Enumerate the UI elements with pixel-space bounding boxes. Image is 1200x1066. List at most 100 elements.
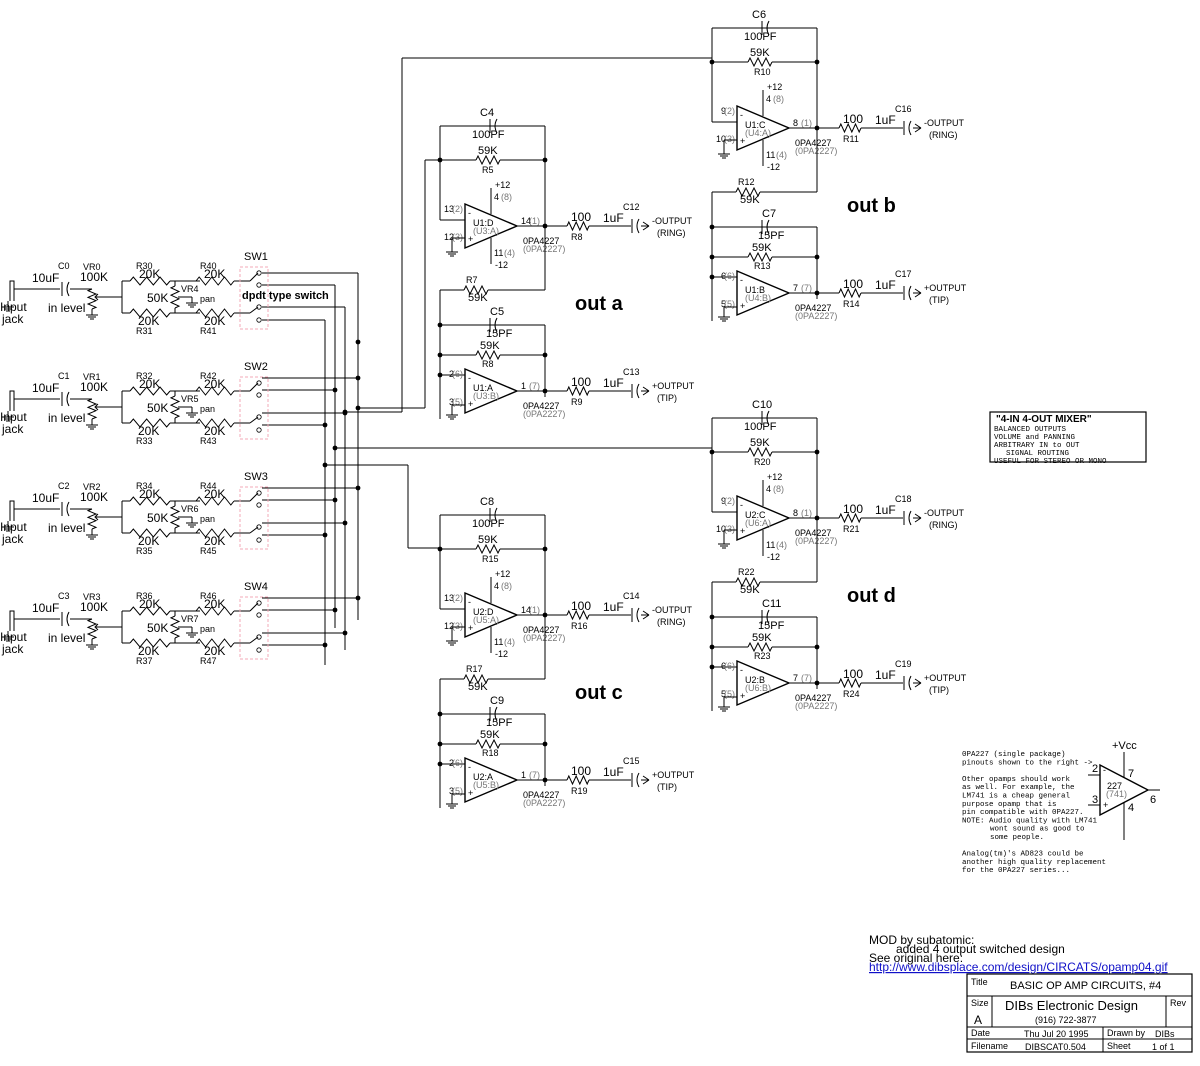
company-phone: (916) 722-3877 (1035, 1015, 1097, 1025)
junction-dot (322, 462, 328, 468)
resistor-symbol (838, 677, 862, 689)
pot-wiper-icon[interactable] (94, 403, 102, 411)
output-arrow-icon[interactable] (914, 288, 922, 298)
pot-wiper-icon[interactable] (94, 623, 102, 631)
resistor-ref: R32 (136, 371, 153, 381)
opamp-symbol (464, 202, 519, 250)
original-schematic-link[interactable]: http://www.dibsplace.com/design/CIRCATS/… (869, 960, 1168, 974)
junction-dot (542, 741, 548, 747)
pin-number-alt: (2) (452, 204, 463, 214)
input-jack-label: Input (0, 410, 27, 424)
pin-number: 9 (721, 106, 726, 116)
resistor-value: 20K (204, 644, 225, 658)
pot-value: 100K (80, 490, 108, 504)
note-line: pinouts shown to the right -> (962, 759, 1093, 767)
noninverting-input-sign: + (468, 788, 473, 798)
switch-lever (249, 382, 259, 392)
resistor-value: 20K (204, 597, 225, 611)
pan-label: pan (200, 514, 215, 524)
switch-ref: SW2 (244, 361, 268, 373)
pin-number: 14 (521, 605, 531, 615)
resistor-ref: R21 (843, 524, 860, 534)
input-jack-icon[interactable] (9, 500, 15, 521)
resistor-symbol (838, 287, 862, 299)
switch-contact (256, 502, 262, 508)
pot-value: 100K (80, 600, 108, 614)
pan-label: pan (200, 404, 215, 414)
opamp-symbol (736, 494, 791, 542)
resistor-ref: R15 (482, 554, 499, 564)
input-jack-icon[interactable] (9, 390, 15, 411)
pin-number-alt: (5) (724, 299, 735, 309)
pin-number: 11 (766, 150, 775, 160)
junction-dot (814, 449, 820, 455)
resistor-value: 59K (468, 681, 488, 693)
opamp-part: 0PA4227 (795, 528, 831, 538)
output-sublabel: (TIP) (929, 295, 949, 305)
pot-ref: VR3 (83, 592, 101, 602)
sheet-label: Sheet (1107, 1041, 1131, 1051)
bus-wiring (262, 57, 712, 665)
output-arrow-icon[interactable] (642, 610, 650, 620)
pot-wiper-icon[interactable] (94, 293, 102, 301)
opamp-alt-part: (0PA2227) (523, 244, 565, 254)
output-title: out a (575, 293, 624, 315)
company-name: DIBs Electronic Design (1005, 998, 1138, 1013)
rev-label: Rev (1170, 998, 1187, 1008)
supply-plus: +12 (767, 82, 782, 92)
pot-wiper-icon[interactable] (94, 513, 102, 521)
junction-dot (332, 387, 338, 393)
note-line: LM741 is a cheap general (962, 793, 1071, 801)
output-arrow-icon[interactable] (914, 513, 922, 523)
pin-number: 6 (1150, 794, 1156, 806)
junction-dot (342, 520, 348, 526)
cap-value: 1uF (603, 765, 624, 779)
pin-number: 4 (494, 192, 499, 202)
junction-dot (814, 59, 820, 65)
cap-ref: C3 (58, 591, 70, 601)
pin-number-alt: (5) (724, 689, 735, 699)
output-arrow-icon[interactable] (914, 123, 922, 133)
resistor-ref: R20 (754, 457, 771, 467)
pin-number: 7 (793, 673, 798, 683)
note-line: pin compatible with 0PA227. (962, 809, 1084, 817)
output-arrow-icon[interactable] (642, 221, 650, 231)
resistor-symbol (566, 220, 590, 232)
pin-number: 5 (721, 299, 726, 309)
resistor-symbol (463, 284, 489, 296)
opamp-alt-part: (741) (1106, 789, 1127, 799)
opamp-part: 0PA4227 (523, 236, 559, 246)
mixer-info-box: "4-IN 4-OUT MIXER"BALANCED OUTPUTSVOLUME… (989, 411, 1147, 466)
input-jack-icon[interactable] (9, 280, 15, 301)
input-jack-label: jack (1, 422, 24, 436)
input-jack-label: Input (0, 520, 27, 534)
opamp-alt-part: (0PA2227) (523, 409, 565, 419)
pin-number-alt: (6) (452, 369, 463, 379)
resistor-symbol (747, 641, 773, 653)
opamp-alt-part: (0PA2227) (795, 701, 837, 711)
capacitor-plate (66, 391, 70, 407)
input-jack-icon[interactable] (9, 610, 15, 631)
switch-contact (256, 524, 262, 530)
output-amplifier-1: C4100PF59KR5-+U1:D(U3:A)13(2)12(3)14(1)0… (437, 107, 695, 420)
input-jack-label: jack (1, 312, 24, 326)
junction-dot (814, 254, 820, 260)
resistor-symbol (195, 528, 235, 538)
output-arrow-icon[interactable] (914, 678, 922, 688)
sheet-date: Thu Jul 20 1995 (1024, 1029, 1089, 1039)
output-arrow-icon[interactable] (642, 775, 650, 785)
pin-number: 11 (766, 540, 775, 550)
output-arrow-icon[interactable] (642, 386, 650, 396)
inverting-input-sign: - (468, 597, 471, 607)
resistor-symbol (129, 418, 171, 428)
pan-value: 50K (147, 291, 168, 305)
date-label: Date (971, 1028, 990, 1038)
pin-number-alt: (7) (801, 673, 812, 683)
resistor-ref: R22 (738, 567, 755, 577)
opamp-package: (U5:B) (473, 780, 499, 790)
input-jack-label: jack (1, 532, 24, 546)
opamp-unit: U2:A (473, 772, 493, 782)
cap-value: 100PF (472, 518, 505, 530)
resistor-value: 100 (843, 667, 863, 681)
